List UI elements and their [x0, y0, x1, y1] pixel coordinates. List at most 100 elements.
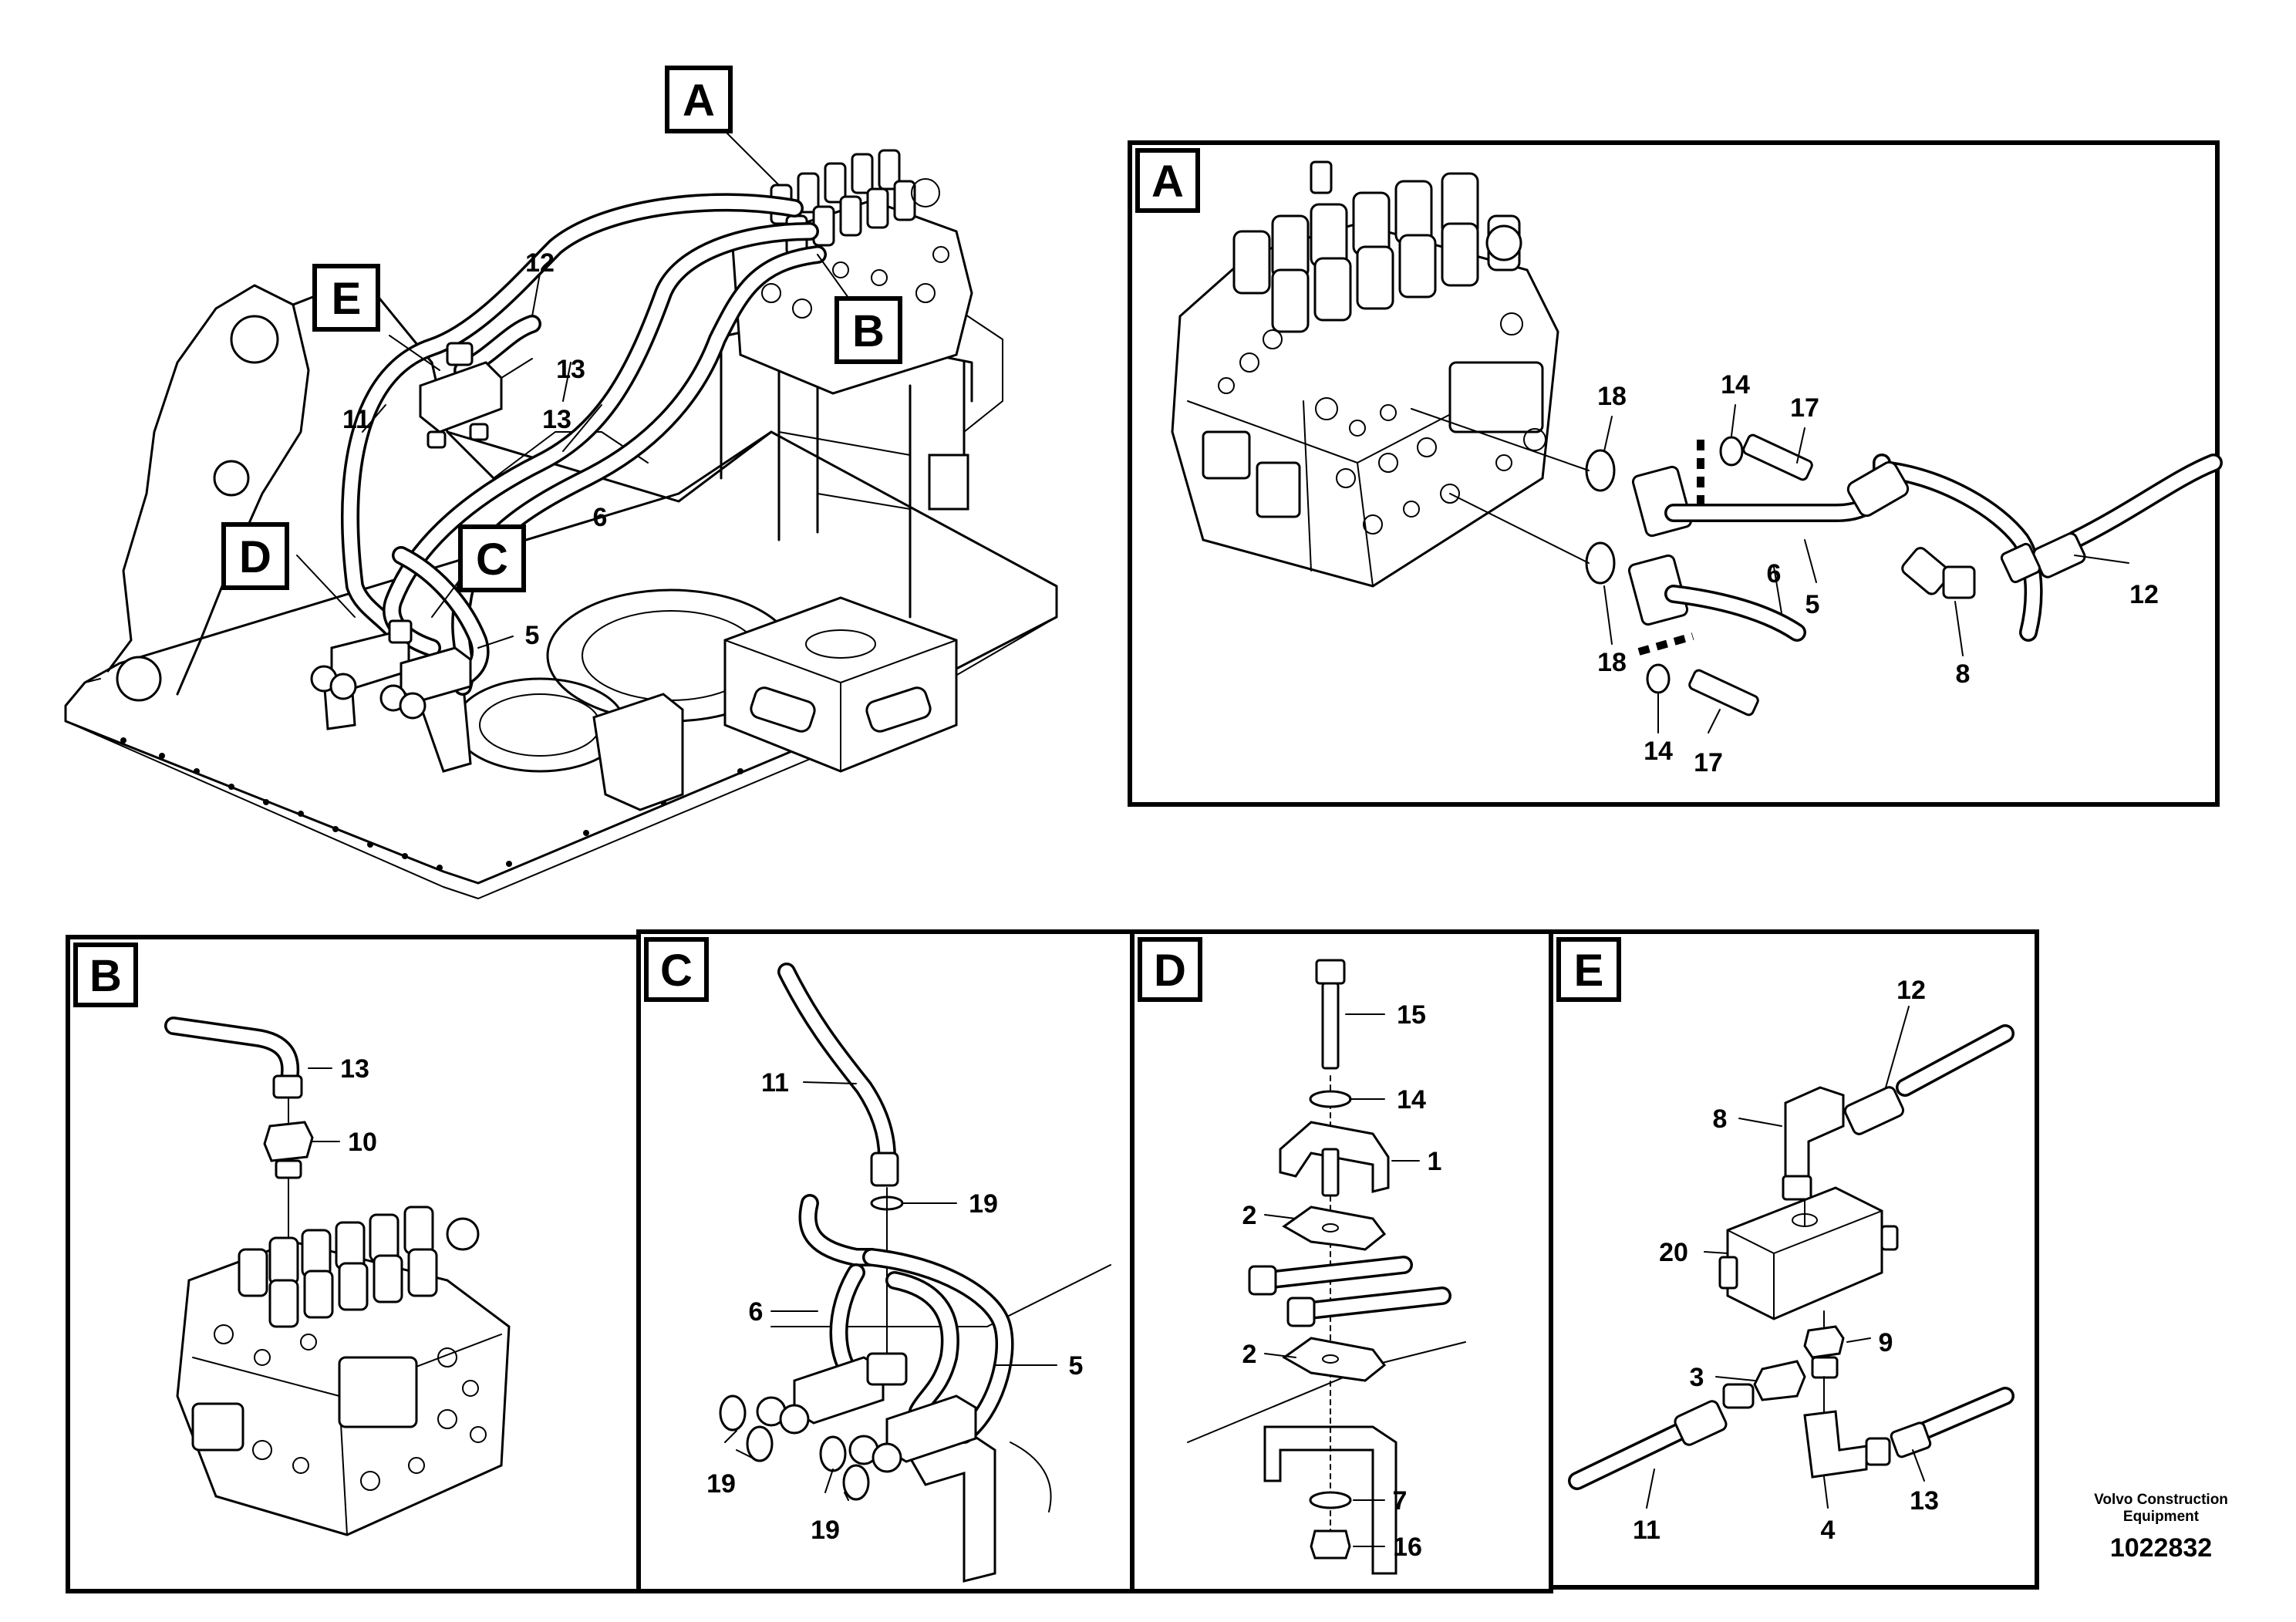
washer-14-D [1309, 1090, 1352, 1108]
panel-C-part-5: 5 [1069, 1351, 1084, 1381]
clamp-half-upper-D [1282, 1206, 1387, 1251]
panel-A-part-18a: 18 [1597, 382, 1627, 411]
panel-D-part-7: 7 [1393, 1486, 1408, 1516]
flange-upper [1631, 465, 1693, 538]
o-rings-19-C-lower [719, 1394, 870, 1501]
bolt-15-D [1315, 959, 1346, 1070]
panel-A-part-12: 12 [2129, 580, 2159, 609]
callout-B[interactable]: B [834, 296, 902, 364]
overview-drawing: A B C D E 12 13 11 13 6 5 [64, 66, 1058, 899]
panel-A-label: A [1151, 157, 1184, 207]
o-ring-lower [1585, 541, 1616, 585]
panel-C-part-6: 6 [749, 1297, 764, 1327]
svg-text:B: B [852, 306, 885, 356]
callout-D[interactable]: D [221, 522, 289, 590]
panel-E-leaders [1646, 1006, 1925, 1509]
o-ring-icon [1585, 449, 1616, 492]
panel-A-part-8: 8 [1956, 659, 1971, 689]
fittings-overview [310, 619, 472, 720]
callout-A[interactable]: A [665, 66, 733, 133]
hose-11-E [1568, 1400, 1728, 1490]
nut-16-D [1310, 1529, 1351, 1560]
hoses-overview [341, 193, 827, 696]
valve-block-icon [1171, 160, 1559, 588]
overview-part-5: 5 [525, 621, 540, 650]
callout-E[interactable]: E [312, 264, 380, 332]
fitting-icon [2000, 532, 2086, 584]
overview-part-13a: 13 [556, 355, 585, 384]
valve-block-B-solenoids [238, 1206, 438, 1328]
hose-13-B [164, 1017, 303, 1099]
panel-C-part-19a: 19 [969, 1189, 998, 1219]
panel-B-part-10: 10 [348, 1128, 377, 1157]
brand-line-1: Volvo Construction [2094, 1492, 2228, 1508]
detail-panel-D: D [1130, 929, 1553, 1593]
panel-B-label: B [89, 951, 122, 1001]
panel-E-tag [1556, 937, 1621, 1002]
hose-12-E [1843, 1024, 2014, 1135]
panel-E-axis [1804, 1199, 1825, 1412]
panel-D-part-15: 15 [1397, 1000, 1426, 1030]
panel-C-leaders [724, 1081, 1057, 1501]
bolt-icon [1646, 433, 1813, 717]
footer-brand: Volvo Construction Equipment 1022832 [2094, 1492, 2228, 1563]
panel-C-label: C [660, 946, 693, 996]
install-guides [1411, 408, 1704, 656]
elbow-8-A [1846, 460, 1976, 599]
valve-block-B [176, 1206, 511, 1536]
elbow-8-E [1782, 1086, 1845, 1201]
boom-foot [106, 284, 310, 702]
panel-E-part-4: 4 [1821, 1516, 1836, 1545]
panel-C-part-19c: 19 [811, 1516, 840, 1545]
panel-A-part-5: 5 [1805, 590, 1820, 619]
detail-panel-C: C [636, 929, 1135, 1593]
plate-holes [120, 737, 813, 871]
panel-D-tag [1138, 937, 1202, 1002]
panel-E-part-8: 8 [1713, 1104, 1728, 1134]
panel-E-part-11: 11 [1633, 1516, 1660, 1545]
panel-D-part-1: 1 [1428, 1147, 1442, 1176]
overview-part-6: 6 [593, 503, 608, 532]
svg-text:A: A [683, 76, 715, 126]
detail-panel-E: E [1549, 929, 2039, 1590]
adapter-10-B [263, 1121, 314, 1179]
panel-C-tag [644, 937, 709, 1002]
panel-D-part-2a: 2 [1242, 1201, 1257, 1230]
hose-11-C [777, 963, 899, 1187]
detail-panel-A: A [1128, 140, 2223, 807]
detail-panel-B: B [66, 935, 641, 1593]
callout-C[interactable]: C [458, 524, 526, 592]
panel-E-part-9: 9 [1879, 1328, 1893, 1357]
panel-D-part-2b: 2 [1242, 1340, 1257, 1369]
panel-E-label: E [1574, 946, 1604, 996]
panel-A-part-14a: 14 [1721, 370, 1750, 400]
panel-B-tag [73, 943, 138, 1007]
panel-B-part-13: 13 [340, 1054, 369, 1084]
panel-A-part-14b: 14 [1644, 737, 1673, 766]
brand-line-2: Equipment [2123, 1509, 2200, 1525]
valve-solenoids-overview [770, 149, 916, 256]
document-number: 1022832 [2110, 1533, 2212, 1563]
tee-3-E [1722, 1360, 1806, 1409]
panel-B-leaders [308, 1067, 340, 1142]
overview-part-11: 11 [342, 405, 370, 434]
panel-E-part-3: 3 [1690, 1363, 1704, 1392]
panel-E-part-20: 20 [1659, 1238, 1688, 1267]
clamped-hoses-D [1248, 1256, 1451, 1327]
svg-text:E: E [332, 274, 362, 324]
panel-C-part-19b: 19 [706, 1469, 736, 1499]
panel-A-part-18b: 18 [1597, 648, 1627, 677]
panel-C-part-11: 11 [761, 1068, 789, 1098]
overview-part-12: 12 [525, 248, 555, 278]
panel-D-part-14: 14 [1397, 1085, 1426, 1114]
panel-A-part-6: 6 [1767, 559, 1782, 588]
clamp-icon [1279, 1121, 1390, 1197]
panel-A-part-17b: 17 [1694, 748, 1723, 777]
valve-stand [708, 308, 1003, 619]
hose-13-E [1890, 1387, 2014, 1458]
panel-D-leaders [1264, 1013, 1420, 1547]
svg-text:C: C [476, 534, 508, 585]
panel-D-label: D [1154, 946, 1186, 996]
mount-bracket [322, 669, 684, 811]
tee-block-icon [1718, 1186, 1899, 1320]
